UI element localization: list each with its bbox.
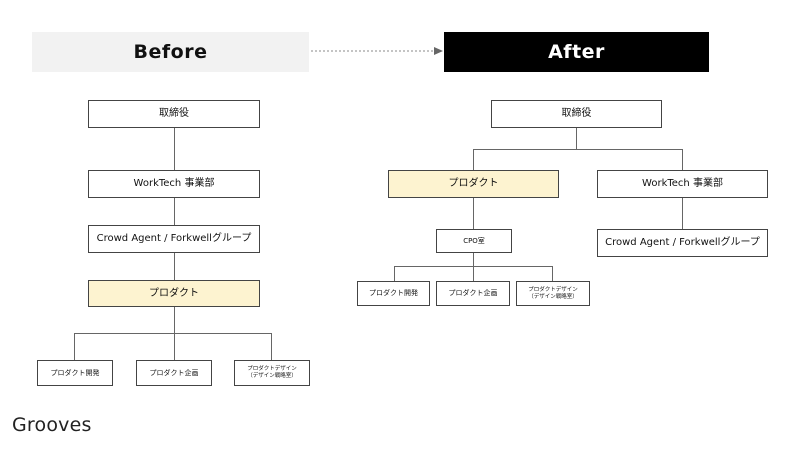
connector (271, 333, 272, 360)
connector (473, 149, 474, 171)
before-banner: Before (32, 32, 309, 72)
before-crowd-box: Crowd Agent / Forkwellグループ (88, 225, 260, 253)
connector (473, 252, 474, 266)
after-board-box: 取締役 (491, 100, 662, 128)
before-product-box: プロダクト (88, 280, 260, 307)
connector (394, 266, 395, 281)
before-dev-box: プロダクト開発 (37, 360, 113, 386)
connector (74, 333, 272, 334)
connector (576, 127, 577, 149)
before-design-line1: プロダクトデザイン (247, 366, 297, 373)
after-worktech-box: WorkTech 事業部 (597, 170, 768, 198)
grooves-logo: Grooves (12, 414, 92, 436)
after-design-line1: プロダクトデザイン (528, 286, 578, 293)
before-planning-box: プロダクト企画 (136, 360, 212, 386)
connector (174, 197, 175, 225)
after-crowd-box: Crowd Agent / Forkwellグループ (597, 229, 768, 257)
after-design-line2: （デザイン戦略室） (528, 293, 578, 300)
after-design-box: プロダクトデザイン （デザイン戦略室） (516, 281, 590, 306)
before-design-line2: （デザイン戦略室） (247, 373, 297, 379)
before-board-box: 取締役 (88, 100, 260, 128)
after-product-box: プロダクト (388, 170, 559, 198)
after-planning-box: プロダクト企画 (436, 281, 510, 306)
before-worktech-box: WorkTech 事業部 (88, 170, 260, 198)
connector (74, 333, 75, 360)
before-design-box: プロダクトデザイン （デザイン戦略室） (234, 360, 310, 386)
connector (174, 252, 175, 280)
connector (682, 197, 683, 229)
connector (473, 149, 683, 150)
connector (174, 306, 175, 333)
connector (473, 197, 474, 229)
connector (682, 149, 683, 171)
connector (473, 266, 474, 281)
connector (174, 127, 175, 170)
connector (552, 266, 553, 281)
connector (174, 333, 175, 360)
after-banner: After (444, 32, 709, 72)
after-cpo-box: CPO室 (436, 229, 512, 253)
after-dev-box: プロダクト開発 (357, 281, 430, 306)
